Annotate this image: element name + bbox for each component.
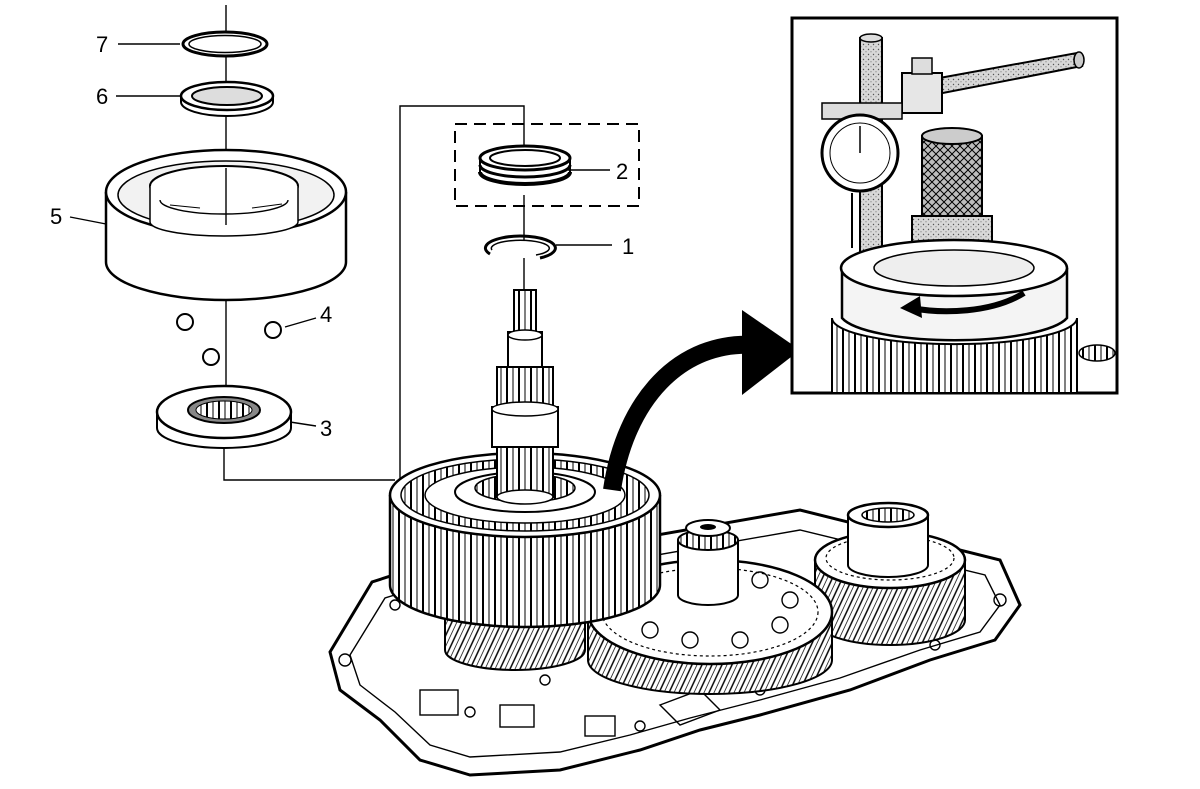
callout-7: 7 [96, 32, 108, 57]
snap-ring-7 [181, 30, 269, 58]
seal-6 [179, 80, 275, 117]
bearing-housing-5 [104, 148, 348, 302]
rotation-arrow-icon [900, 290, 1026, 318]
callout-labels: 1 2 3 4 5 6 7 [50, 32, 634, 441]
snap-ring-1 [483, 234, 557, 260]
clutch-drum [388, 446, 662, 629]
piston-rings-2 [454, 123, 640, 207]
leader-lines [69, 43, 612, 427]
thrust-bearing-3 [155, 384, 293, 449]
callout-5: 5 [50, 204, 62, 229]
right-helical-gear [813, 501, 967, 646]
callout-3: 3 [320, 416, 332, 441]
callout-2: 2 [616, 159, 628, 184]
curved-arrow-icon [603, 310, 800, 492]
callout-1: 1 [622, 234, 634, 259]
callout-4: 4 [320, 302, 332, 327]
detail-inset [790, 16, 1119, 395]
center-connector [399, 105, 525, 480]
steel-balls-4 [176, 313, 282, 366]
callout-6: 6 [96, 84, 108, 109]
